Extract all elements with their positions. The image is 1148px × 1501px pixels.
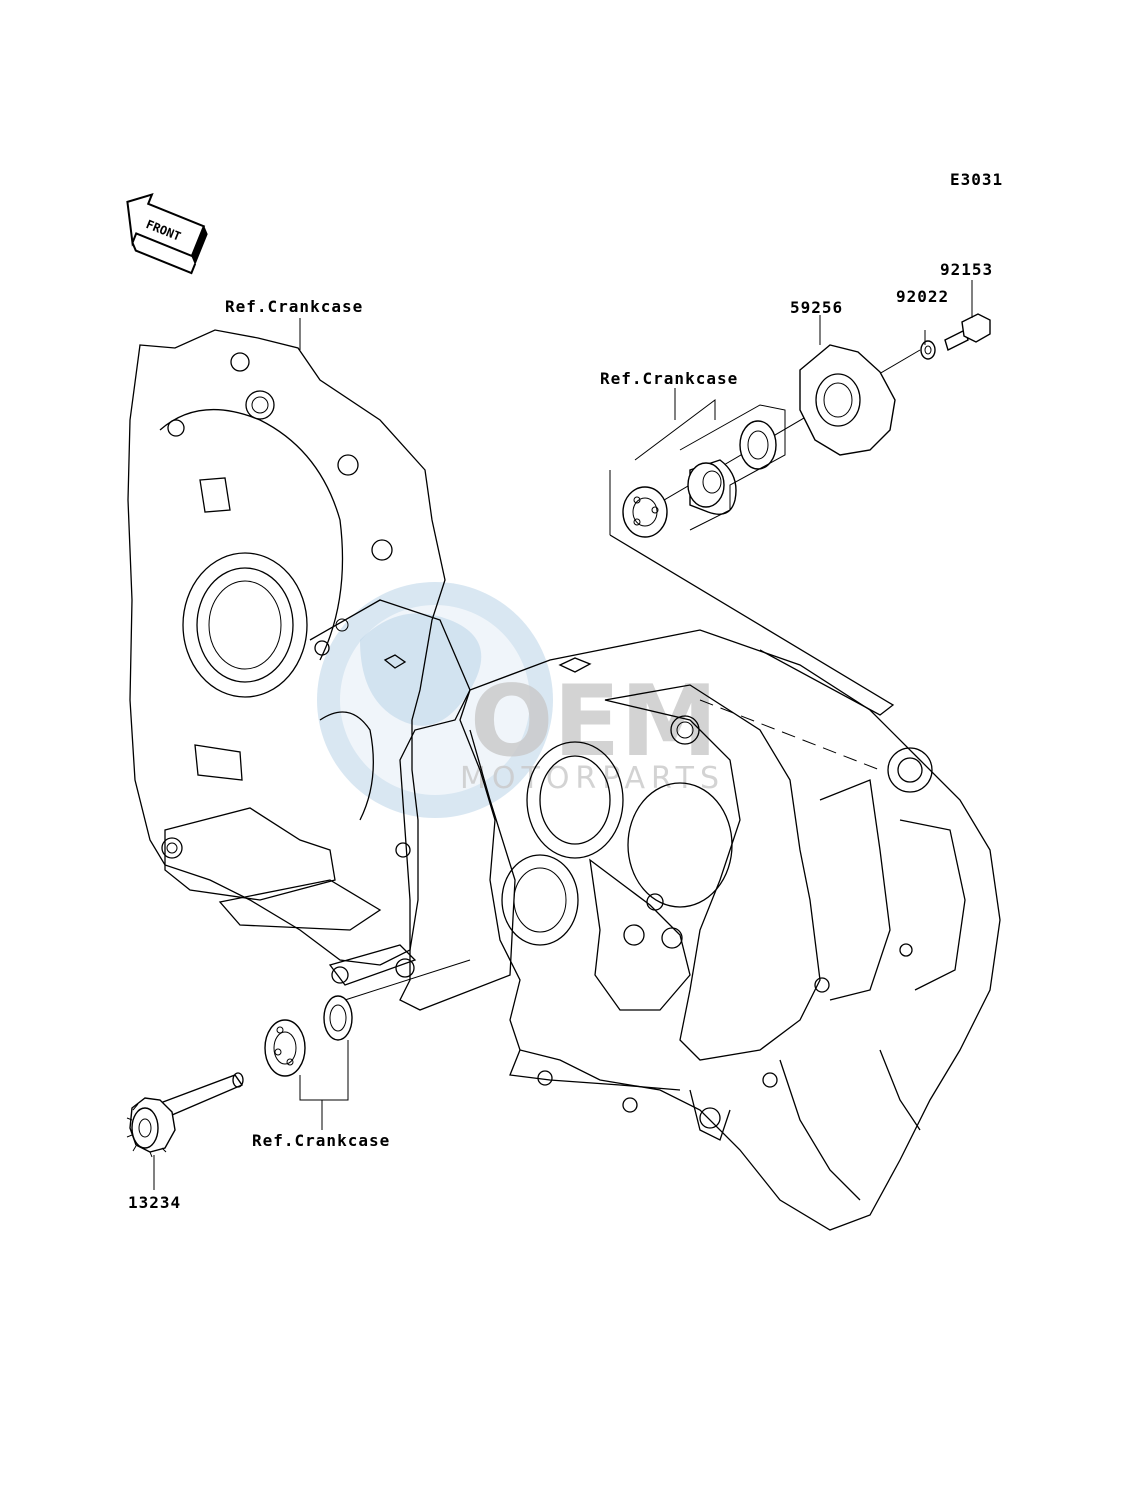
bearing-bottom-icon	[264, 1019, 306, 1077]
part-number-13234: 13234	[128, 1193, 181, 1212]
cover-59256-icon	[799, 344, 896, 456]
watermark-subtitle: MOTORPARTS	[460, 761, 725, 796]
oil-seal-assembly	[609, 313, 991, 716]
bolt-92153-icon	[944, 313, 991, 351]
washer-92022-icon	[920, 340, 936, 360]
ref-crankcase-bottom-label: Ref.Crankcase	[252, 1131, 390, 1150]
left-crankcase-half	[127, 329, 446, 986]
leader-lines	[153, 280, 973, 1190]
gear-shaft-13234-icon	[126, 1072, 244, 1158]
watermark-brand: OEM	[470, 665, 718, 779]
oil-seal-top-icon	[739, 420, 777, 470]
right-crankcase-half	[383, 629, 1001, 1231]
ref-crankcase-top-label: Ref.Crankcase	[225, 297, 363, 316]
part-number-92022: 92022	[896, 287, 949, 306]
diagram-code: E3031	[950, 170, 1003, 189]
gasket	[309, 599, 516, 1011]
part-number-59256: 59256	[790, 298, 843, 317]
watermark: OEM MOTORPARTS	[317, 582, 725, 818]
front-arrow-icon: FRONT	[126, 192, 208, 275]
oil-seal-bottom-icon	[323, 995, 353, 1041]
bearing-top-icon	[622, 486, 668, 538]
part-number-92153: 92153	[940, 260, 993, 279]
gear-shaft-assembly	[126, 959, 471, 1158]
ref-crankcase-right-label: Ref.Crankcase	[600, 369, 738, 388]
